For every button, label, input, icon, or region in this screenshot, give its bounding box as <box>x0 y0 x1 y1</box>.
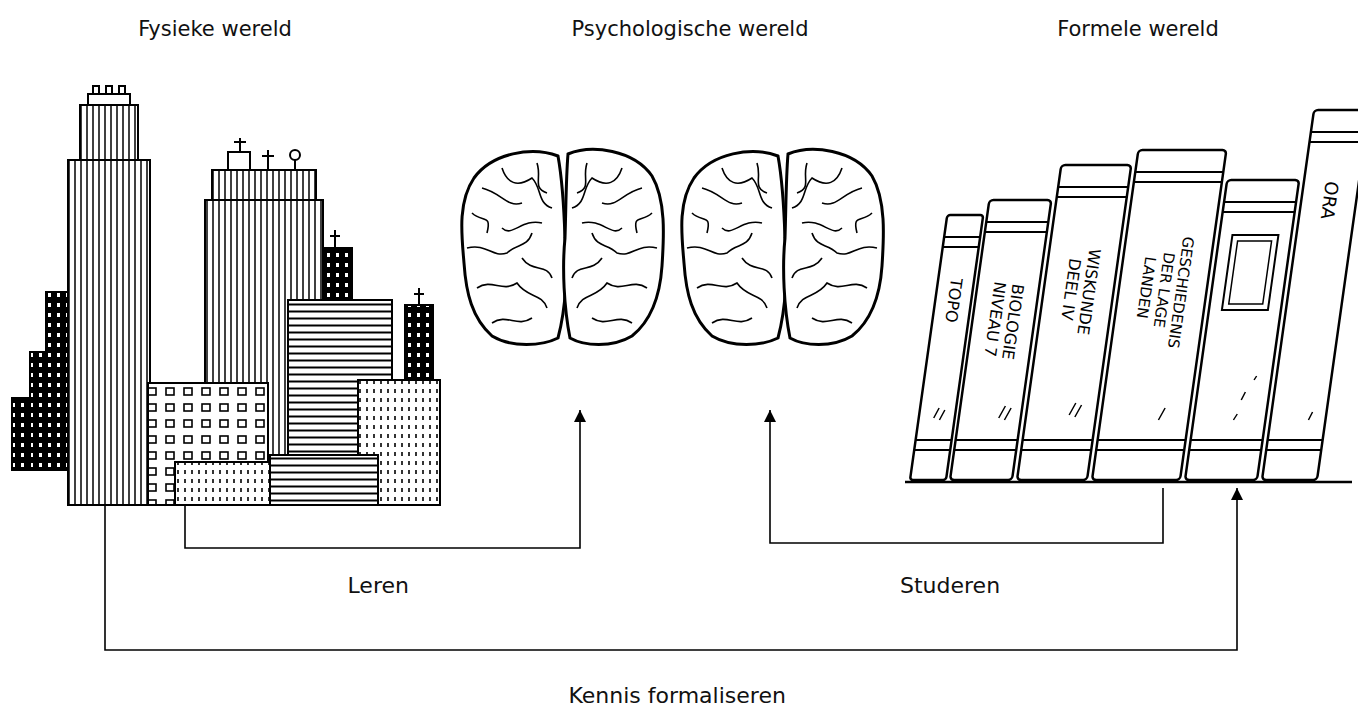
antenna <box>330 230 424 305</box>
spine-sticker <box>1229 241 1272 304</box>
world-panel: Formele wereld <box>918 10 1358 488</box>
roof-dish <box>290 150 300 160</box>
edge-label: Studeren <box>897 573 1003 598</box>
world-panel: Fysieke wereld <box>5 10 425 505</box>
books-illustration <box>910 110 1358 480</box>
edge-label: Kennis formaliseren <box>566 683 789 708</box>
flow-arrow <box>105 488 1237 650</box>
roof-unit <box>228 152 250 170</box>
tower-crown <box>93 86 99 94</box>
spine-sticker <box>1222 235 1279 310</box>
tower-crown <box>88 94 130 105</box>
flow-arrow <box>770 410 1163 543</box>
tower-crown <box>119 86 125 94</box>
tower <box>212 170 316 200</box>
brain-illustration <box>682 149 884 344</box>
brain-illustration <box>462 149 664 344</box>
world-heading: Fysieke wereld <box>5 10 425 41</box>
spine-band <box>914 132 1358 450</box>
tower <box>68 160 150 505</box>
city-illustration <box>12 86 440 505</box>
world-heading: Psychologische wereld <box>470 10 910 41</box>
antenna <box>234 138 295 170</box>
book-spine <box>1262 110 1358 480</box>
spine-hatch <box>933 376 1317 420</box>
edge-label: Leren <box>345 573 412 598</box>
world-heading: Formele wereld <box>918 10 1358 41</box>
building <box>175 462 270 505</box>
flow-arrow <box>185 410 580 548</box>
world-panel: Psychologische wereld <box>470 10 910 410</box>
shelf-line <box>905 481 1352 484</box>
tower-crown <box>106 86 112 94</box>
tower <box>80 105 138 160</box>
building <box>270 455 378 505</box>
